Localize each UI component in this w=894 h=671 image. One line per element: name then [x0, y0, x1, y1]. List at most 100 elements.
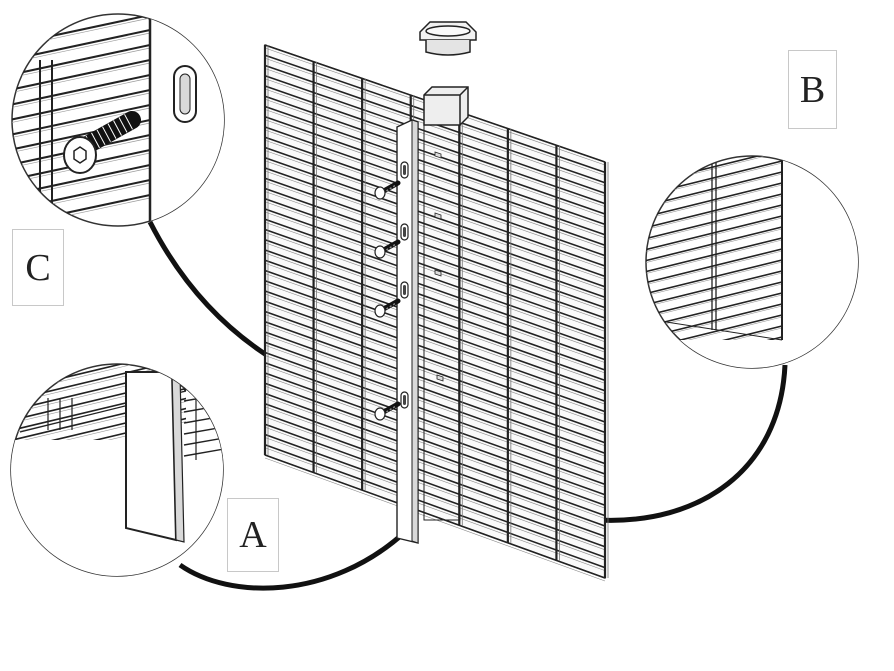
horizontal-wire-shadow: [264, 109, 606, 228]
horizontal-wire-shadow: [264, 201, 606, 322]
detail-c-thread: [91, 132, 100, 149]
panel-clip: [434, 269, 442, 277]
detail-b-wire-shadow: [646, 272, 783, 309]
horizontal-wire: [264, 361, 606, 486]
horizontal-wire: [264, 136, 606, 257]
horizontal-wire: [264, 320, 606, 444]
panel-clip: [434, 151, 442, 159]
detail-c-thread: [102, 126, 111, 142]
detail-b-wire-shadow: [646, 195, 783, 232]
horizontal-wire: [264, 392, 606, 517]
detail-c-wire-shadow: [12, 47, 151, 81]
detail-b-wire: [646, 226, 783, 263]
horizontal-wire-shadow: [264, 416, 606, 540]
bolt-head: [374, 407, 386, 421]
detail-c-wire: [12, 74, 151, 108]
horizontal-wire: [264, 279, 606, 402]
horizontal-wire: [264, 300, 606, 423]
detail-b-wire: [646, 204, 783, 241]
horizontal-wire: [264, 126, 606, 246]
horizontal-wire-shadow: [264, 191, 606, 311]
horizontal-wire-shadow: [264, 447, 606, 571]
horizontal-wire-shadow: [264, 273, 606, 395]
horizontal-wire-shadow: [264, 129, 606, 249]
horizontal-wire: [264, 443, 606, 569]
detail-c-wire: [12, 104, 151, 138]
horizontal-wire-shadow: [264, 385, 606, 509]
detail-c-thread: [96, 129, 106, 146]
horizontal-wire-shadow: [264, 232, 606, 353]
detail-b-wire-shadow: [646, 261, 783, 298]
detail-c-wire-shadow: [12, 92, 151, 126]
horizontal-wire: [264, 259, 606, 382]
detail-c-thread: [107, 123, 117, 139]
horizontal-wire-shadow: [264, 426, 606, 551]
post-top: [423, 86, 469, 126]
horizontal-wire: [264, 197, 606, 319]
detail-c-wire-shadow: [12, 62, 151, 96]
horizontal-wire-shadow: [264, 78, 606, 197]
horizontal-wire-shadow: [264, 262, 606, 384]
detail-b-wire-shadow: [646, 239, 783, 276]
horizontal-wire: [264, 187, 606, 309]
detail-b-wire: [646, 248, 783, 285]
horizontal-wire: [264, 382, 606, 506]
horizontal-wire: [264, 331, 606, 454]
horizontal-wire: [264, 177, 606, 298]
detail-b-wire: [646, 237, 783, 274]
detail-c-hex-socket: [73, 146, 87, 164]
horizontal-wire: [264, 351, 606, 475]
clamp-slot-bolt: [403, 285, 406, 295]
detail-c-thread: [118, 117, 128, 133]
detail-circle-c: [11, 13, 225, 227]
panel-clip: [436, 374, 444, 382]
bolt-thread: [382, 184, 397, 194]
detail-a-bar-face: [125, 371, 178, 542]
clamp-slot-bolt: [403, 227, 406, 237]
detail-b-wire: [646, 193, 783, 230]
horizontal-wire-shadow: [264, 344, 606, 467]
horizontal-wire-shadow: [264, 355, 606, 478]
horizontal-wire: [264, 341, 606, 465]
horizontal-wire-shadow: [264, 98, 606, 218]
horizontal-wire-shadow: [264, 324, 606, 447]
bolt-thread: [382, 405, 397, 415]
horizontal-wire: [264, 228, 606, 350]
detail-b-wire: [646, 281, 783, 318]
horizontal-wire-shadow: [264, 365, 606, 488]
detail-circle-a: [10, 363, 224, 577]
horizontal-wire-shadow: [264, 396, 606, 519]
detail-b-wire-shadow: [646, 228, 783, 265]
detail-circle-b: [645, 155, 859, 369]
horizontal-wire: [264, 402, 606, 527]
detail-c-wire: [12, 44, 151, 78]
detail-b-wire: [646, 182, 783, 219]
horizontal-wire: [264, 372, 606, 496]
detail-b-wire-shadow: [646, 206, 783, 243]
detail-label-c: C: [12, 229, 64, 306]
clamp-bar-side: [411, 119, 419, 544]
post-cap: [419, 21, 477, 56]
horizontal-wire-shadow: [264, 437, 606, 561]
bolt-head: [374, 245, 386, 259]
detail-c-wire-shadow: [12, 77, 151, 111]
detail-label-a: A: [227, 498, 279, 572]
horizontal-wire-shadow: [264, 68, 606, 187]
horizontal-wire: [264, 146, 606, 267]
detail-b-wire: [646, 259, 783, 296]
horizontal-wire-shadow: [264, 160, 606, 280]
horizontal-wire-shadow: [264, 252, 606, 374]
horizontal-wire-shadow: [264, 303, 606, 426]
horizontal-wire-shadow: [264, 139, 606, 259]
horizontal-wire: [264, 238, 606, 361]
horizontal-wire-shadow: [264, 406, 606, 530]
bolt-thread: [382, 243, 397, 253]
horizontal-wire-shadow: [264, 119, 606, 239]
horizontal-wire-shadow: [264, 293, 606, 415]
connector-b: [597, 364, 788, 523]
mesh-panel: [263, 44, 609, 582]
detail-c-wire: [12, 89, 151, 123]
horizontal-wire: [264, 269, 606, 392]
horizontal-wire-shadow: [264, 221, 606, 343]
panel-clip: [434, 212, 442, 220]
